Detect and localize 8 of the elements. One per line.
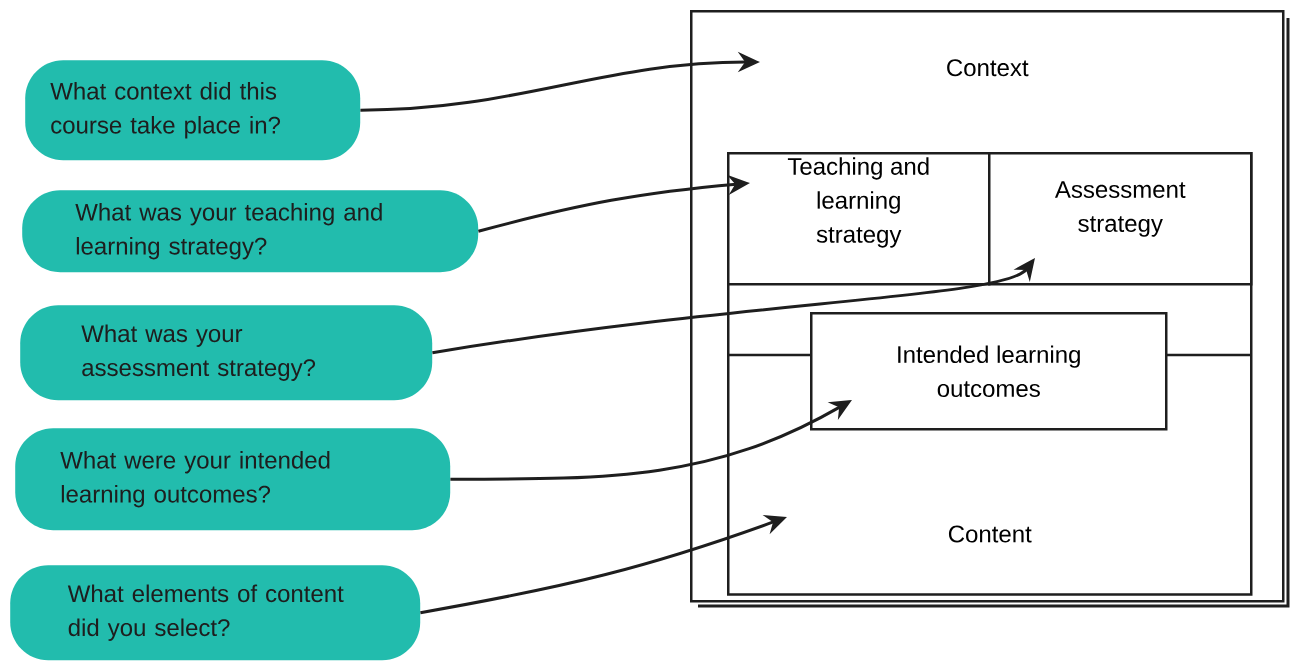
strategy-cell: Teaching and learning strategy bbox=[727, 152, 991, 286]
strategy-cell: Assessment strategy bbox=[988, 152, 1253, 286]
outcomes-box: Intended learning outcomes bbox=[810, 312, 1168, 431]
question-bubble: What context did this course take place in? bbox=[25, 60, 361, 161]
question-bubble: What elements of content did you select? bbox=[10, 565, 421, 661]
question-bubble: What was your assessment strategy? bbox=[20, 305, 433, 401]
question-bubble: What was your teaching and learning strategy? bbox=[22, 190, 479, 273]
question-bubble: What were your intended learning outcomes? bbox=[15, 428, 451, 531]
